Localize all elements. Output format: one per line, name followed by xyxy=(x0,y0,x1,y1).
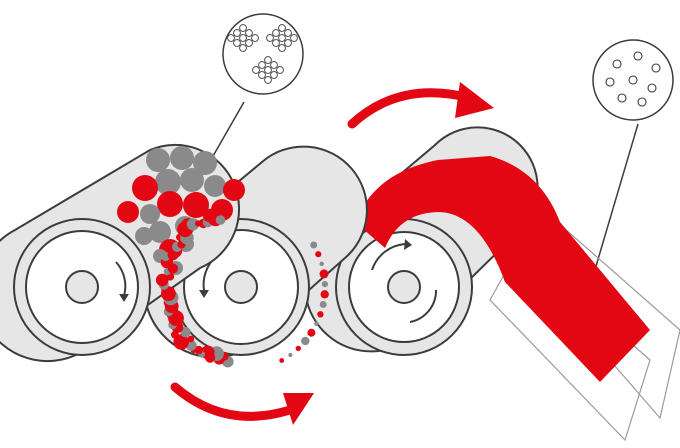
gap-particle xyxy=(320,269,329,278)
feed-particle xyxy=(135,227,153,245)
feed-particle xyxy=(132,175,158,201)
gap-particle xyxy=(301,337,309,345)
feed-particle xyxy=(223,179,245,201)
feed-particle xyxy=(180,168,204,192)
feed-particle xyxy=(155,169,181,195)
gap-particle xyxy=(322,281,328,287)
feed-particle xyxy=(157,191,183,217)
dispersed-particles-magnifier-icon xyxy=(593,40,673,120)
gap-particle xyxy=(279,358,284,363)
gap-particle xyxy=(320,301,327,308)
top-flow-arrow-icon xyxy=(352,82,494,124)
gap-particle xyxy=(288,353,292,357)
dispersed-particle xyxy=(216,215,226,225)
gap-particle xyxy=(321,290,329,298)
gap-particle xyxy=(307,329,315,337)
gap-particle xyxy=(317,311,323,317)
gap-particle xyxy=(320,262,324,266)
gap-particle xyxy=(314,322,319,327)
gap-particle xyxy=(315,251,321,257)
agglomerate-magnifier-icon xyxy=(223,14,303,94)
feed-particle xyxy=(117,201,139,223)
feed-particle xyxy=(146,148,170,172)
feed-particle xyxy=(204,175,226,197)
feed-particle xyxy=(140,204,160,224)
feed-particle xyxy=(170,146,194,170)
gap-particle xyxy=(310,242,317,249)
bottom-flow-arrow-icon xyxy=(175,387,314,425)
gap-particle xyxy=(296,346,301,351)
